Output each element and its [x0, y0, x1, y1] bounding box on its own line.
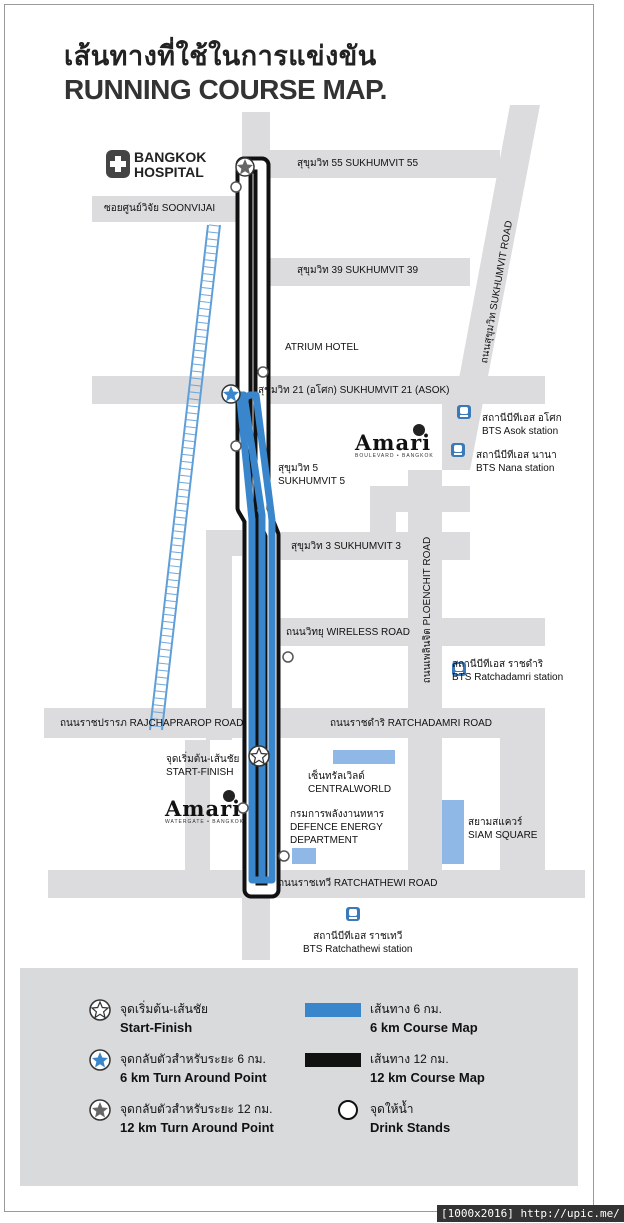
road-soi21: สุขุมวิท 21 (อโศก) SUKHUMVIT 21 (ASOK): [258, 385, 450, 396]
title-thai: เส้นทางที่ใช้ในการแข่งขัน: [64, 41, 377, 71]
legend-start-finish-thai: จุดเริ่มต้น-เส้นชัย: [120, 1002, 209, 1016]
roads: [44, 105, 585, 960]
legend-start-finish-en: Start-Finish: [120, 1020, 193, 1035]
road-label-ploenchit: ถนนเพลินจิต PLOENCHIT ROAD: [422, 537, 433, 684]
road-soi3: สุขุมวิท 3 SUKHUMVIT 3: [291, 541, 401, 552]
amari-watergate-logo: Amari WATERGATE • BANGKOK: [165, 790, 244, 825]
map-frame: [4, 4, 594, 1212]
drink-stand-icon: [257, 366, 269, 378]
bts-train-icon: [457, 405, 471, 419]
hospital-label: BANGKOK HOSPITAL: [134, 149, 207, 180]
drink-stand-icon: [278, 850, 290, 862]
amari-boulevard-sub: BOULEVARD • BANGKOK: [355, 453, 434, 459]
drink-stand-icon: [230, 181, 242, 193]
course-6km: [228, 391, 276, 884]
legend-turn12-en: 12 km Turn Around Point: [120, 1120, 274, 1135]
drink-stand-icon: [282, 651, 294, 663]
bts-train-icon: [451, 443, 465, 457]
legend-start-finish-icon: [89, 999, 111, 1021]
legend-course12-swatch: [305, 1053, 361, 1067]
road-rajchaprarop: ถนนราชปรารภ RAJCHAPRAROP ROAD: [60, 718, 244, 729]
amari-watergate-sub: WATERGATE • BANGKOK: [165, 819, 244, 825]
legend-turn6-thai: จุดกลับตัวสำหรับระยะ 6 กม.: [120, 1052, 266, 1066]
road-soonvijai: ซอยศูนย์วิจัย SOONVIJAI: [104, 203, 216, 214]
drink-stands: [230, 181, 294, 862]
station-nana: สถานีบีทีเอส นานา BTS Nana station: [476, 450, 557, 474]
amari-icon: [413, 424, 425, 436]
legend-turn6-en: 6 km Turn Around Point: [120, 1070, 267, 1085]
turn-6km-icon: [221, 384, 241, 404]
drink-stand-icon: [230, 440, 242, 452]
atrium-hotel-label: ATRIUM HOTEL: [285, 342, 359, 353]
bts-train-icon: [452, 662, 466, 676]
legend-icons: [89, 999, 361, 1121]
legend-course12-en: 12 km Course Map: [370, 1070, 485, 1085]
legend-course6-swatch: [305, 1003, 361, 1017]
turn-12km-icon: [235, 157, 255, 177]
road-soi55: สุขุมวิท 55 SUKHUMVIT 55: [297, 158, 419, 169]
legend-turn12-thai: จุดกลับตัวสำหรับระยะ 12 กม.: [120, 1102, 273, 1116]
image-footer: [1000x2016] http://upic.me/: [437, 1205, 624, 1222]
buildings: [292, 750, 464, 864]
station-ratchathewi: สถานีบีทีเอส ราชเทวี BTS Ratchathewi sta…: [303, 931, 413, 955]
legend-drink-icon: [338, 1100, 358, 1120]
centralworld-label: เซ็นทรัลเวิลด์ CENTRALWORLD: [308, 771, 392, 795]
station-ratchadamri: สถานีบีทีเอส ราชดำริ BTS Ratchadamri sta…: [452, 659, 564, 683]
road-soi5: สุขุมวิท 5 SUKHUMVIT 5: [278, 463, 346, 487]
road-soi39: สุขุมวิท 39 SUKHUMVIT 39: [297, 265, 419, 276]
defence-label: กรมการพลังงานทหาร DEFENCE ENERGY DEPARTM…: [290, 809, 385, 846]
bts-train-icon: [346, 907, 360, 921]
legend-turn12-icon: [89, 1099, 111, 1121]
legend-course12-thai: เส้นทาง 12 กม.: [370, 1052, 449, 1066]
start-finish-label: จุดเริ่มต้น-เส้นชัย START-FINISH: [166, 754, 240, 778]
hospital-icon: [106, 150, 130, 178]
legend-drink-en: Drink Stands: [370, 1120, 451, 1135]
legend-drink-thai: จุดให้น้ำ: [370, 1102, 414, 1116]
siam-square-label: สยามสแควร์ SIAM SQUARE: [468, 817, 538, 841]
legend-panel: จุดเริ่มต้น-เส้นชัย Start-Finish จุดกลับ…: [20, 968, 578, 1186]
course-12km-inner: [239, 160, 277, 895]
road-label-ploenchit-text: ถนนเพลินจิต PLOENCHIT ROAD: [422, 537, 433, 684]
legend-course6-en: 6 km Course Map: [370, 1020, 478, 1035]
road-ratchathewi: ถนนราชเทวี RATCHATHEWI ROAD: [278, 878, 438, 889]
legend-turn6-icon: [89, 1049, 111, 1071]
bts-rail-line: [149, 224, 221, 731]
drink-stand-icon: [237, 802, 249, 814]
road-ratchadamri: ถนนราชดำริ RATCHADAMRI ROAD: [330, 718, 493, 729]
start-finish-icon: [248, 745, 270, 767]
road-wireless: ถนนวิทยุ WIRELESS ROAD: [286, 627, 410, 638]
amari-icon: [223, 790, 235, 802]
title-english: RUNNING COURSE MAP.: [64, 74, 387, 105]
legend-course6-thai: เส้นทาง 6 กม.: [370, 1002, 442, 1016]
amari-boulevard-logo: Amari BOULEVARD • BANGKOK: [355, 424, 434, 459]
station-asok: สถานีบีทีเอส อโศก BTS Asok station: [482, 413, 562, 437]
course-map: ถนนสุขุมวิท SUKHUMVIT ROAD ถนนเพลินจิต P…: [44, 105, 585, 960]
